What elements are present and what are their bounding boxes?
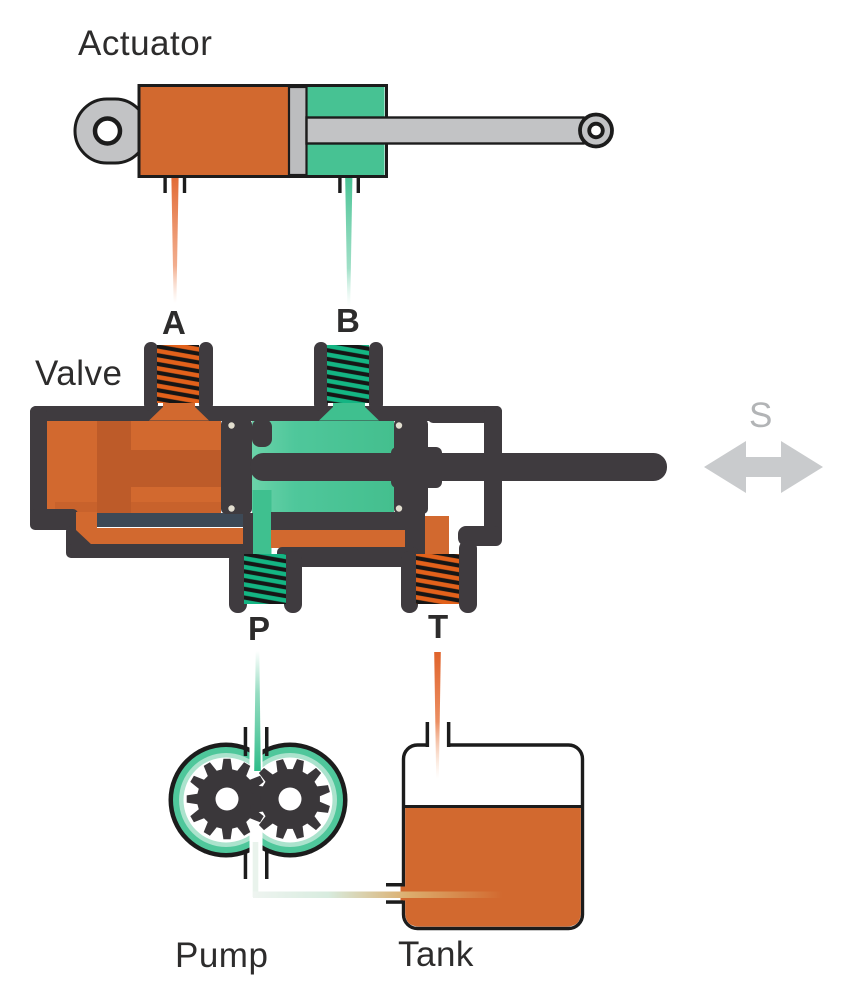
port-a-post-left — [144, 342, 158, 411]
port-p-hatch — [244, 554, 286, 604]
p-neck — [252, 490, 272, 557]
t-channel — [271, 528, 445, 548]
valve-port-hatches — [157, 345, 459, 604]
port-p-post-left — [229, 551, 247, 613]
separator-right — [271, 512, 410, 530]
line-t — [434, 652, 441, 779]
port-b-neck — [319, 399, 379, 421]
wall-left — [30, 406, 47, 519]
wall-bottom-left — [67, 544, 249, 558]
elbow-wall — [405, 513, 425, 558]
spool-stem — [250, 453, 667, 481]
valve-label: Valve — [35, 354, 123, 393]
port-a-hatch — [157, 345, 199, 403]
valve-spool[interactable] — [221, 419, 667, 514]
port-t-post-left — [401, 551, 418, 613]
actuator — [73, 84, 614, 193]
neck-edge — [243, 513, 253, 557]
a-return-channel — [76, 512, 245, 546]
port-a-label: A — [162, 304, 186, 341]
tank-label: Tank — [398, 935, 474, 974]
tank-fluid — [405, 806, 581, 927]
line-a — [171, 178, 179, 303]
spool-land-1 — [221, 419, 252, 514]
rod-side-chamber-bottom — [306, 144, 385, 175]
rod-eye-hole — [587, 121, 605, 140]
pump-label: Pump — [175, 936, 269, 975]
port-b-label: B — [336, 302, 360, 339]
suction-line — [253, 891, 503, 898]
tank-side-stubs — [386, 883, 403, 904]
valve-separators — [90, 512, 425, 558]
valve-body — [30, 342, 502, 613]
port-b-post-left — [314, 342, 328, 411]
valve-fluids — [45, 419, 449, 560]
actuator-label: Actuator — [78, 24, 213, 63]
wall-step-bl — [30, 509, 78, 530]
port-t-hatch — [416, 554, 459, 604]
suction-line-vertical — [252, 842, 259, 897]
cap-side-chamber — [140, 87, 289, 175]
port-p-label: P — [248, 610, 271, 647]
port-a-neck — [149, 399, 209, 421]
rod-side-chamber-top — [306, 87, 385, 118]
valve — [30, 342, 667, 613]
line-b — [345, 178, 353, 307]
wall-bottom-mid — [277, 547, 418, 567]
spool-end-horizontal — [131, 450, 221, 487]
gear-right-hole — [278, 787, 302, 811]
separator-left — [90, 513, 243, 527]
supply-lines — [252, 651, 503, 898]
port-b-post-right — [369, 342, 383, 411]
spool-stroke-label: S — [749, 396, 773, 435]
spool-end-vertical — [97, 419, 131, 514]
line-p — [254, 651, 261, 771]
gear-left-hole — [215, 787, 239, 811]
actuator-lines — [171, 178, 353, 307]
piston-rod — [305, 116, 585, 145]
actuator-port-stubs — [163, 176, 360, 193]
valve-highlights — [228, 422, 403, 512]
metering-tab — [252, 419, 272, 447]
piston — [287, 85, 308, 177]
clevis-hole — [92, 116, 123, 146]
port-a-post-right — [199, 342, 213, 411]
pump — [168, 727, 348, 879]
t-elbow — [425, 516, 449, 560]
spool-stroke-arrow[interactable] — [704, 441, 823, 493]
port-t-label: T — [428, 608, 449, 645]
port-t-post-right — [459, 540, 477, 613]
port-b-hatch — [327, 345, 369, 403]
frame-right — [484, 406, 502, 546]
pump-port-stubs — [243, 727, 269, 879]
port-p-post-right — [284, 551, 302, 613]
tank-top-stubs — [425, 722, 451, 747]
frame-top — [428, 406, 502, 423]
chamber-a-shade — [55, 502, 221, 514]
